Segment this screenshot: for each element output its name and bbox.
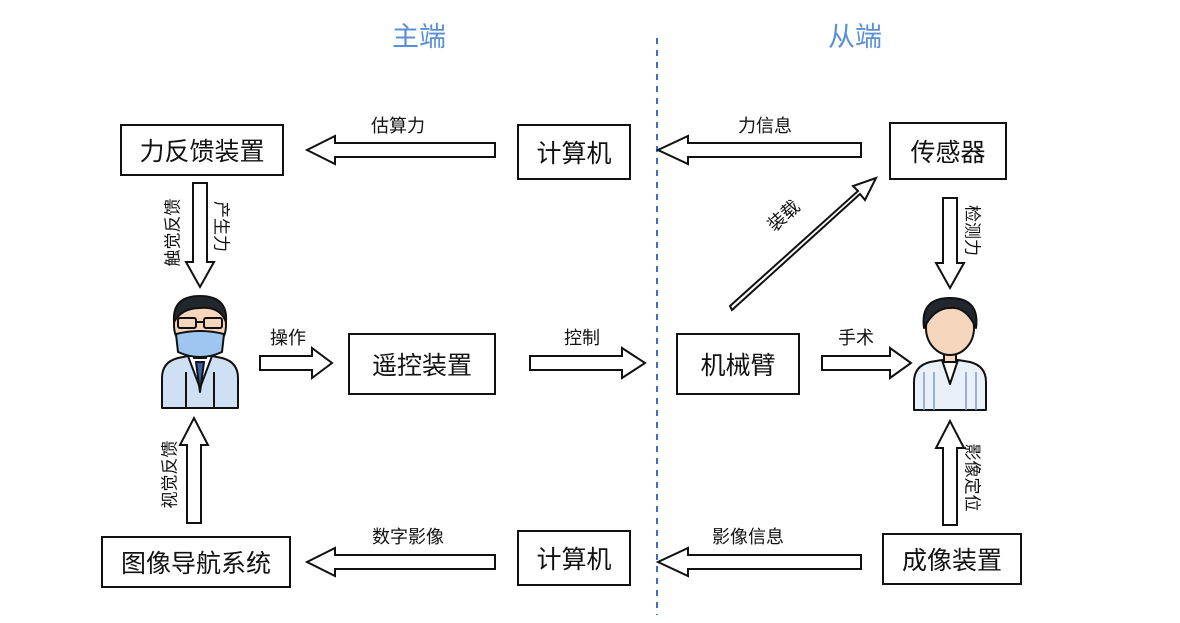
arrow-navigation-to-doctor bbox=[178, 415, 210, 524]
arrow-imaging-to-computer bbox=[655, 546, 862, 578]
label-estimated-force: 估算力 bbox=[371, 116, 425, 137]
arrow-mount bbox=[728, 176, 878, 312]
label-image-info: 影像信息 bbox=[712, 527, 784, 548]
arrow-surgery bbox=[821, 346, 913, 380]
image-navigation-system-box: 图像导航系统 bbox=[101, 536, 291, 588]
remote-control-device-box: 遥控装置 bbox=[348, 333, 496, 395]
label-image-positioning: 影像定位 bbox=[961, 443, 982, 512]
label-operate: 操作 bbox=[270, 328, 306, 349]
arrow-sensor-to-patient bbox=[934, 197, 966, 291]
arrow-computer-to-navigation bbox=[304, 546, 496, 578]
imaging-device-box: 成像装置 bbox=[882, 533, 1022, 585]
slave-side-title: 从端 bbox=[828, 22, 882, 53]
label-force-info: 力信息 bbox=[738, 116, 792, 137]
robotic-arm-box: 机械臂 bbox=[676, 333, 800, 395]
force-feedback-device-box: 力反馈装置 bbox=[120, 124, 284, 176]
patient-icon bbox=[913, 297, 987, 411]
computer-top-box: 计算机 bbox=[517, 124, 631, 180]
arrow-force-feedback-to-doctor bbox=[184, 182, 216, 290]
label-digital-image: 数字影像 bbox=[372, 527, 444, 548]
label-generate-force: 产生力 bbox=[210, 201, 231, 252]
master-side-title: 主端 bbox=[392, 22, 446, 53]
arrow-computer-to-force-feedback bbox=[304, 134, 496, 166]
sensor-box: 传感器 bbox=[889, 122, 1007, 180]
arrow-imaging-to-patient bbox=[934, 418, 966, 526]
arrow-operate bbox=[259, 346, 334, 380]
label-detect-force: 检测力 bbox=[961, 205, 982, 256]
label-control: 控制 bbox=[564, 328, 600, 349]
label-tactile-feedback: 触觉反馈 bbox=[163, 198, 184, 267]
computer-bottom-box: 计算机 bbox=[517, 530, 631, 586]
arrow-control bbox=[529, 346, 647, 380]
doctor-icon bbox=[161, 295, 239, 409]
arrow-sensor-to-computer bbox=[655, 134, 862, 166]
label-visual-feedback: 视觉反馈 bbox=[160, 440, 181, 509]
label-surgery: 手术 bbox=[838, 328, 874, 349]
